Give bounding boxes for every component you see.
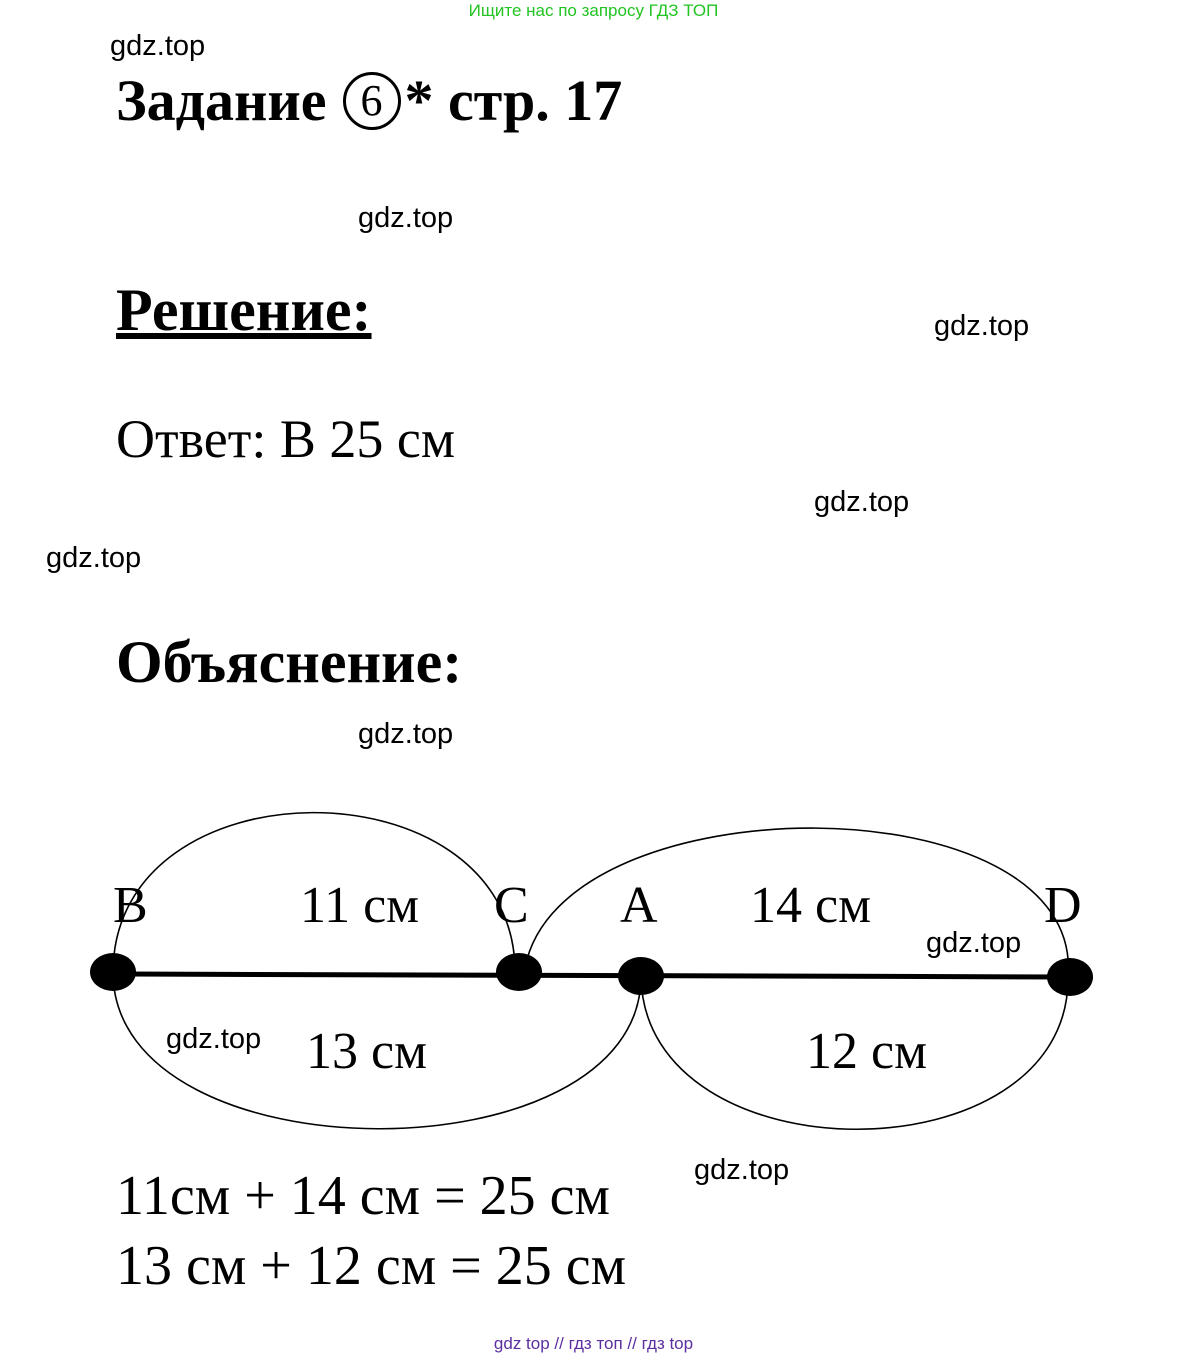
length-cd: 14 см [750, 877, 871, 934]
watermark: gdz.top [110, 30, 206, 62]
watermark: gdz.top [358, 718, 454, 750]
length-ad: 12 см [806, 1023, 927, 1080]
arc-cd [524, 827, 1069, 978]
label-c: C [494, 877, 529, 934]
length-ba: 13 см [306, 1023, 427, 1080]
top-banner[interactable]: Ищите нас по запросу ГДЗ ТОП [468, 1, 719, 20]
arc-ad [640, 976, 1069, 1130]
formula-2: 13 см + 12 см = 25 см [116, 1235, 627, 1297]
watermark: gdz.top [814, 486, 910, 518]
watermark: gdz.top [926, 927, 1021, 959]
task-number-circle: 6 [342, 72, 401, 130]
task-title-suffix: * стр. 17 [404, 68, 623, 133]
footer-links[interactable]: gdz top // гдз топ // гдз top [493, 1334, 694, 1353]
watermark: gdz.top [694, 1154, 790, 1186]
explanation-heading: Объяснение: [116, 629, 463, 695]
label-b: B [113, 877, 148, 934]
point-b [90, 953, 136, 991]
watermark: gdz.top [358, 202, 454, 234]
point-d [1047, 958, 1093, 996]
task-title-prefix: Задание [116, 68, 327, 133]
label-a: A [620, 877, 658, 934]
watermark: gdz.top [934, 310, 1030, 342]
watermark: gdz.top [166, 1023, 261, 1055]
answer-text: Ответ: В 25 см [116, 409, 456, 469]
point-a [618, 957, 664, 995]
solution-heading: Решение: [116, 277, 372, 343]
label-d: D [1044, 877, 1082, 934]
length-bc: 11 см [300, 877, 419, 934]
arc-bc [112, 811, 516, 974]
main-segment [112, 971, 1071, 980]
watermark: gdz.top [46, 542, 142, 574]
arc-ba [112, 972, 642, 1130]
formula-1: 11см + 14 см = 25 см [116, 1165, 610, 1227]
task-title: Задание 6 * стр. 17 [116, 72, 622, 130]
point-c [496, 953, 542, 991]
